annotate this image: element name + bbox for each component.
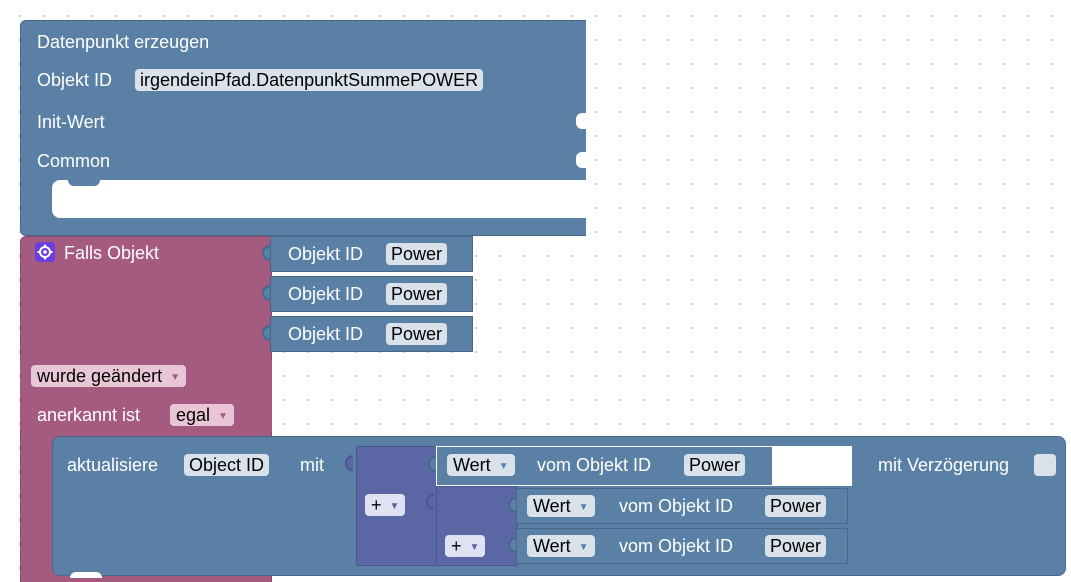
update-with-label: mit — [300, 455, 324, 475]
value-getter-2-mode: Wert — [533, 496, 571, 516]
math-block-outer-tab — [345, 455, 353, 471]
value-getter-1-object[interactable]: Power — [684, 454, 746, 476]
create-datapoint-title: Datenpunkt erzeugen — [37, 32, 210, 52]
math-inner-operator: + — [451, 536, 462, 556]
object-id-block-3-value[interactable]: Power — [386, 323, 448, 345]
value-getter-1-label: vom Objekt ID — [537, 455, 652, 475]
value-getter-2-label: vom Objekt ID — [619, 496, 734, 516]
value-getter-1-tab — [428, 456, 436, 472]
gear-icon[interactable] — [35, 242, 55, 262]
common-socket[interactable] — [576, 152, 586, 168]
math-block-inner-tab — [426, 494, 434, 510]
object-id-block-2-label: Objekt ID — [288, 284, 364, 304]
object-id-field[interactable]: irgendeinPfad.DatenpunktSummePOWER — [135, 69, 484, 91]
math-inner-operator-dropdown[interactable]: +▼ — [445, 535, 486, 557]
value-getter-1-mode-dropdown[interactable]: Wert ▼ — [447, 454, 515, 476]
value-getter-2-object[interactable]: Power — [765, 495, 827, 517]
init-value-socket[interactable] — [576, 113, 586, 129]
chevron-down-icon: ▼ — [218, 411, 228, 422]
trigger-title: Falls Objekt — [64, 243, 160, 263]
object-id-block-2-value[interactable]: Power — [386, 283, 448, 305]
object-id-block-3-label: Objekt ID — [288, 324, 364, 344]
object-id-block-1-tab — [262, 245, 270, 261]
chevron-down-icon: ▼ — [578, 502, 589, 513]
update-block-notch — [70, 572, 102, 578]
value-getter-3-label: vom Objekt ID — [619, 536, 734, 556]
chevron-down-icon: ▼ — [469, 542, 480, 553]
common-label: Common — [37, 151, 111, 171]
chevron-down-icon: ▼ — [170, 372, 180, 383]
delay-checkbox[interactable] — [1034, 454, 1056, 476]
value-getter-3-mode-dropdown[interactable]: Wert ▼ — [527, 535, 595, 557]
update-object-id-field[interactable]: Object ID — [184, 454, 270, 476]
delay-label: mit Verzögerung — [878, 455, 1010, 475]
chevron-down-icon: ▼ — [578, 542, 589, 553]
math-outer-operator-dropdown[interactable]: +▼ — [365, 494, 406, 516]
object-id-block-1-label: Objekt ID — [288, 244, 364, 264]
init-value-label: Init-Wert — [37, 112, 105, 132]
chevron-down-icon: ▼ — [389, 501, 400, 512]
value-getter-1-mode: Wert — [453, 455, 491, 475]
value-getter-3-tab — [508, 537, 516, 553]
value-getter-3-object[interactable]: Power — [765, 535, 827, 557]
math-outer-operator: + — [371, 495, 382, 515]
ack-value: egal — [176, 405, 211, 425]
value-getter-2-mode-dropdown[interactable]: Wert ▼ — [527, 495, 595, 517]
chevron-down-icon: ▼ — [498, 461, 509, 472]
object-id-block-1-value[interactable]: Power — [386, 243, 448, 265]
value-getter-3-mode: Wert — [533, 536, 571, 556]
create-datapoint-statement-slot — [52, 180, 586, 218]
object-id-label: Objekt ID — [37, 70, 113, 90]
change-condition-value: wurde geändert — [37, 366, 163, 386]
change-condition-dropdown[interactable]: wurde geändert ▼ — [31, 365, 186, 387]
object-id-block-3-tab — [262, 325, 270, 341]
object-id-block-2-tab — [262, 285, 270, 301]
slot-notch — [68, 180, 100, 186]
value-getter-2-tab — [508, 497, 516, 513]
value-getter-1-empty — [772, 447, 851, 485]
update-label: aktualisiere — [67, 455, 159, 475]
ack-label: anerkannt ist — [37, 405, 141, 425]
ack-dropdown[interactable]: egal ▼ — [170, 404, 234, 426]
